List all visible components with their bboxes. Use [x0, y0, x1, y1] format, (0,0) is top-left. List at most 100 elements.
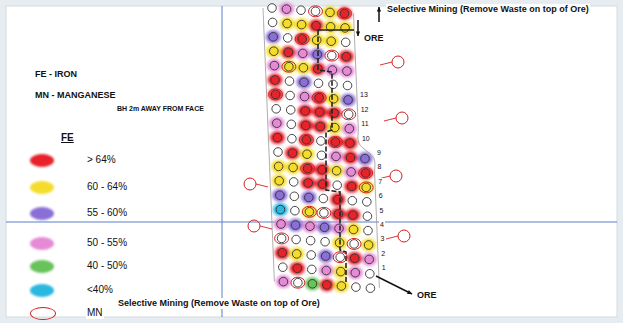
annotation-leader [380, 62, 392, 65]
map-panel [6, 6, 617, 317]
arrow-head [407, 290, 412, 294]
grade-blob [331, 208, 346, 221]
blast-hole [348, 196, 357, 205]
row-number: 9 [376, 149, 382, 157]
blast-hole [321, 252, 330, 261]
map-label: FE - IRON [34, 69, 78, 80]
blast-hole [344, 96, 353, 105]
mn-marker [269, 89, 283, 100]
blast-hole [343, 81, 352, 90]
blast-hole [292, 235, 301, 244]
grade-blob [326, 92, 341, 105]
blast-hole [346, 139, 355, 148]
mn-marker [302, 206, 316, 217]
grade-blob [323, 20, 338, 33]
blast-hole [347, 168, 356, 177]
annotation-circle [390, 170, 402, 182]
blast-hole [340, 9, 349, 18]
row-number: 12 [360, 106, 370, 114]
blast-hole [288, 134, 297, 143]
legend-swatch [30, 237, 54, 250]
blast-hole [306, 222, 315, 231]
blast-hole [334, 210, 343, 219]
arrow-head [356, 31, 360, 36]
blast-hole [299, 49, 308, 58]
grade-blob [330, 193, 345, 206]
blast-hole [343, 67, 352, 76]
grade-blob [300, 148, 315, 161]
blast-hole [297, 20, 306, 29]
legend-text: MN [86, 307, 104, 319]
grade-blob [266, 30, 281, 43]
blast-hole [363, 198, 372, 207]
annotation-circle [248, 220, 260, 232]
blast-hole [331, 138, 340, 147]
blast-hole [285, 77, 294, 86]
blast-hole [364, 241, 373, 250]
blast-hole [328, 51, 337, 60]
blast-hole [278, 249, 287, 258]
blast-hole [322, 266, 331, 275]
blast-hole [269, 33, 278, 42]
blast-hole [306, 236, 315, 245]
row-number: 13 [359, 91, 369, 99]
grade-blob [300, 162, 315, 175]
row-number: 11 [360, 120, 369, 128]
legend-text: 55 - 60% [86, 207, 128, 219]
blast-hole [350, 240, 359, 249]
blast-hole [342, 52, 351, 61]
grade-blob [276, 275, 291, 288]
blast-hole [341, 38, 350, 47]
grade-blob [270, 131, 285, 144]
row-number: 7 [377, 178, 383, 186]
legend-text: 60 - 64% [86, 181, 128, 193]
grid-line [222, 6, 223, 317]
arrow-line [376, 276, 412, 294]
blast-hole [271, 76, 280, 85]
grade-blob [290, 262, 305, 275]
legend-swatch [30, 181, 54, 194]
blast-hole [283, 19, 292, 28]
map-label: Selective Mining (Remove Waste on top of… [117, 298, 321, 309]
blast-hole [275, 177, 284, 186]
blast-hole [288, 149, 297, 158]
grade-blob [361, 239, 376, 252]
legend-swatch [30, 284, 54, 297]
blast-hole [329, 80, 338, 89]
blast-hole [320, 209, 329, 218]
blast-hole [316, 122, 325, 131]
blast-hole [319, 194, 328, 203]
blast-hole [317, 151, 326, 160]
grade-blob [344, 165, 359, 178]
blast-hole [332, 167, 341, 176]
map-label: ORE [363, 33, 385, 44]
grade-blob [329, 164, 344, 177]
blast-hole [274, 162, 283, 171]
grade-blob [339, 65, 354, 78]
blast-hole [270, 61, 279, 70]
blast-hole [317, 137, 326, 146]
annotation-circle [396, 112, 408, 124]
grade-blob [273, 203, 288, 216]
map-label: Selective Mining (Remove Waste on top of… [386, 4, 590, 15]
grade-blob [341, 93, 356, 106]
blast-hole [298, 35, 307, 44]
grade-blob [296, 61, 311, 74]
grade-blob [275, 246, 290, 259]
grade-blob [346, 223, 361, 236]
blast-hole [300, 78, 309, 87]
mn-marker [347, 238, 361, 249]
blast-hole [301, 107, 310, 116]
annotation-leader [260, 226, 272, 229]
grade-blob [295, 33, 310, 46]
blast-hole [361, 169, 370, 178]
grade-blob [266, 45, 281, 58]
blast-hole [292, 250, 301, 259]
grade-blobs [266, 3, 377, 293]
blast-hole [287, 120, 296, 129]
blast-hole [291, 206, 300, 215]
blast-hole [321, 237, 330, 246]
blast-hole [352, 283, 361, 292]
grade-blob [309, 34, 324, 47]
grade-blob [281, 60, 296, 73]
